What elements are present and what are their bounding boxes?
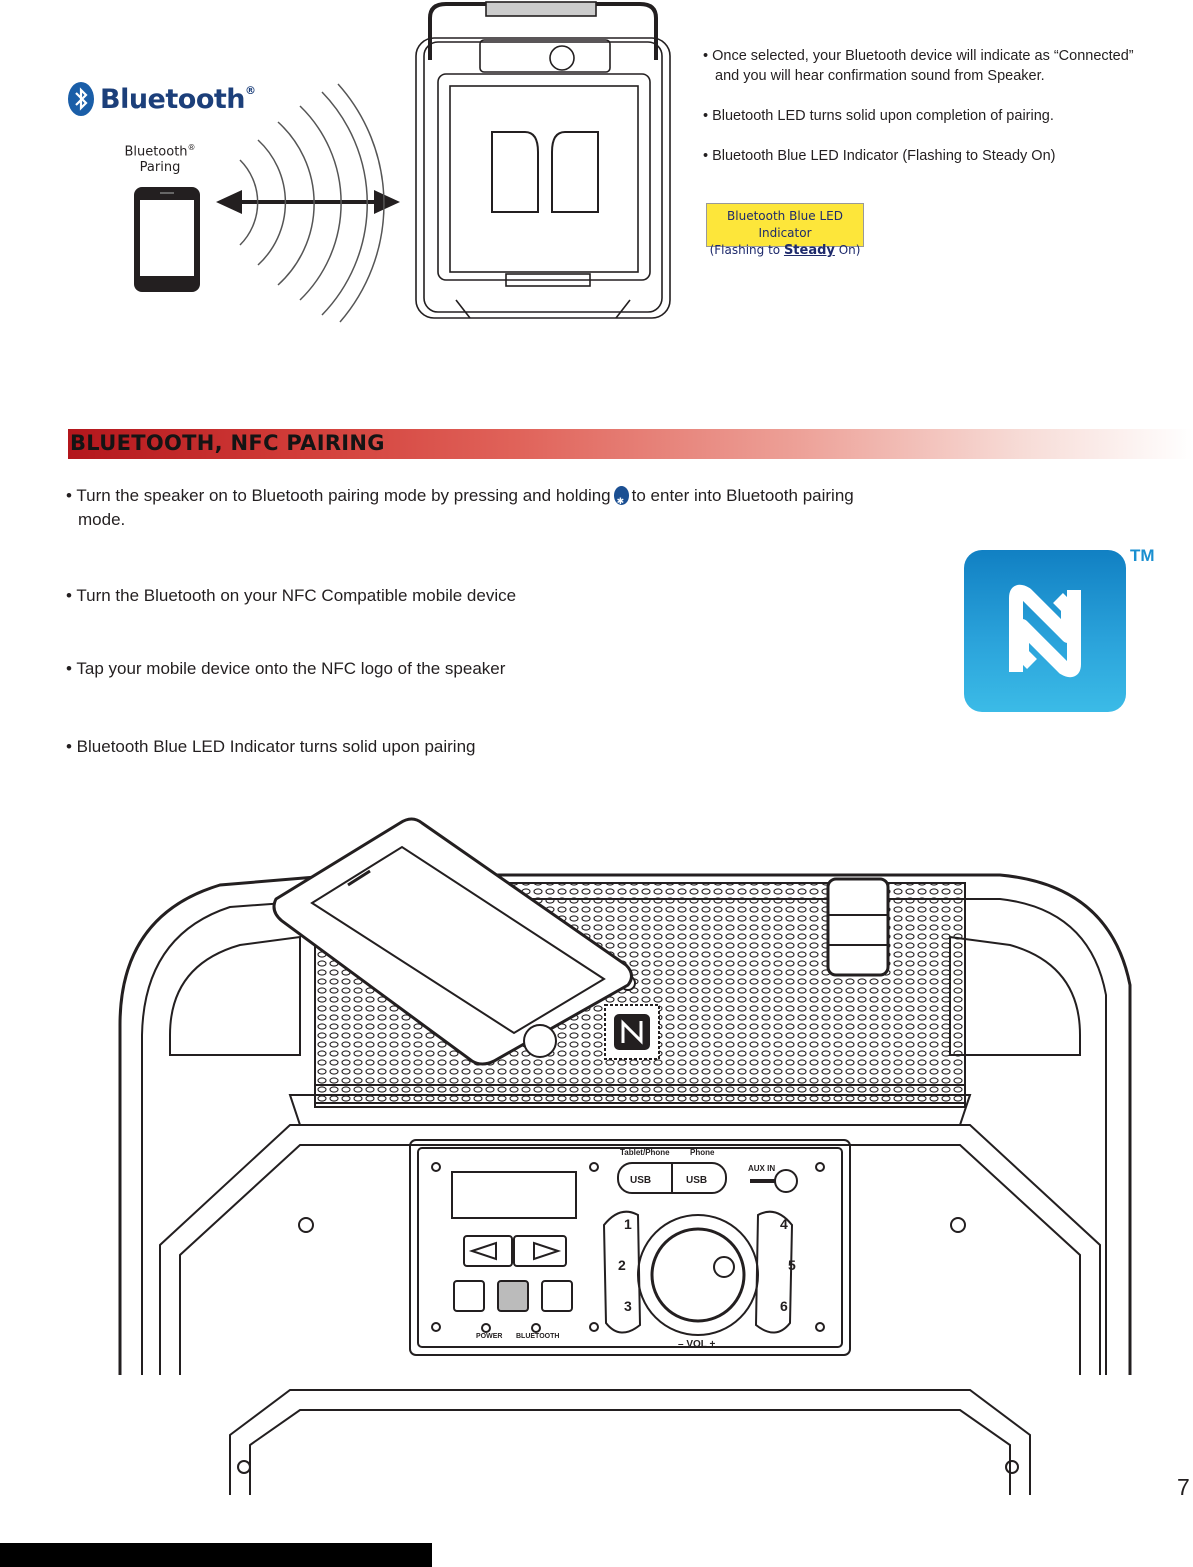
preset-1: 1 [624, 1216, 632, 1232]
label-power: POWER [476, 1333, 502, 1340]
speaker-top-illustration: Tablet/Phone Phone USB USB AUX IN POWER … [118, 817, 1132, 1495]
speaker-illustration [415, 1, 671, 319]
step-pairing-mode: • Turn the speaker on to Bluetooth pairi… [66, 484, 966, 532]
bluetooth-icon [68, 82, 94, 116]
preset-2: 2 [618, 1257, 626, 1273]
page-number: 7 [1177, 1474, 1190, 1500]
label-phone: Phone [690, 1148, 715, 1157]
wave-arcs [239, 83, 385, 323]
section-header-bar [68, 429, 1193, 459]
label-tablet-phone: Tablet/Phone [620, 1148, 670, 1157]
nfc-logo-icon [964, 550, 1126, 712]
preset-4: 4 [780, 1216, 788, 1232]
pairing-notes: • Once selected, your Bluetooth device w… [703, 46, 1193, 186]
label-usb-1: USB [630, 1175, 651, 1186]
bluetooth-brand-logo: Bluetooth® [68, 82, 256, 116]
pairing-illustration [134, 1, 671, 323]
nfc-trademark: TM [1130, 546, 1155, 565]
footer-bar [0, 1543, 432, 1567]
step-led-solid: • Bluetooth Blue LED Indicator turns sol… [66, 737, 476, 756]
step-enable-bluetooth: • Turn the Bluetooth on your NFC Compati… [66, 586, 517, 605]
preset-3: 3 [624, 1298, 632, 1314]
note-led-flashing: • Bluetooth Blue LED Indicator (Flashing… [703, 148, 1056, 164]
pairing-caption: Bluetooth® Paring [124, 143, 196, 176]
preset-6: 6 [780, 1298, 788, 1314]
double-arrow-icon [216, 190, 400, 214]
section-title: BLUETOOTH, NFC PAIRING [70, 431, 385, 455]
label-bluetooth: BLUETOOTH [516, 1333, 559, 1340]
preset-5: 5 [788, 1257, 796, 1273]
bluetooth-button-icon [613, 486, 629, 513]
step-tap-nfc: • Tap your mobile device onto the NFC lo… [66, 659, 506, 678]
label-usb-2: USB [686, 1175, 707, 1186]
note-led-solid: • Bluetooth LED turns solid upon complet… [703, 108, 1054, 124]
phone-tapping-illustration [272, 817, 633, 1066]
note-connected: • Once selected, your Bluetooth device w… [703, 48, 1134, 84]
led-indicator-label: Bluetooth Blue LED Indicator (Flashing t… [706, 203, 864, 258]
label-aux-in: AUX IN [748, 1164, 775, 1173]
label-volume: – VOL + [678, 1339, 715, 1350]
bluetooth-wordmark: Bluetooth® [100, 83, 256, 115]
phone-icon [134, 187, 200, 292]
